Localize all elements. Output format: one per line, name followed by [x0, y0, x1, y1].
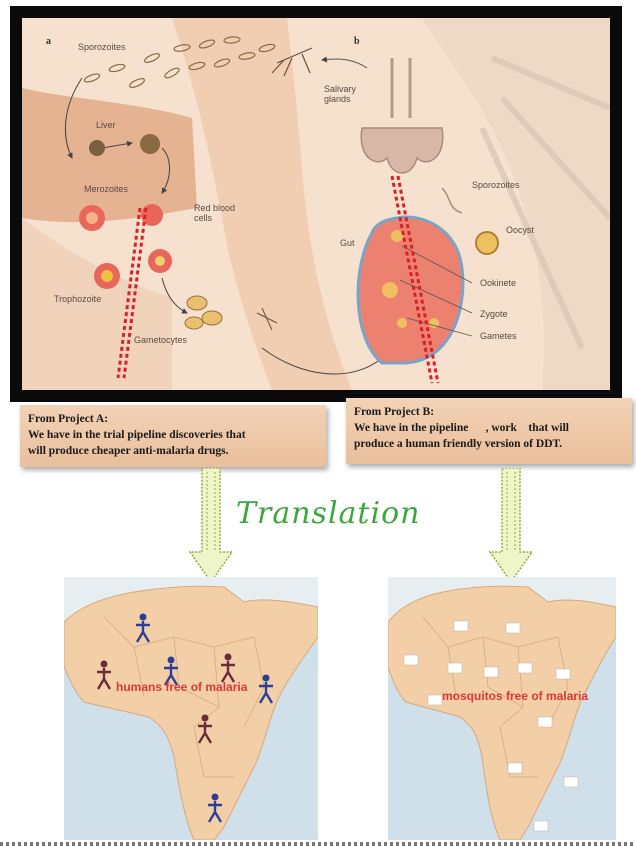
person-icon: [219, 653, 237, 683]
project-a-line1: We have in the trial pipeline discoverie…: [28, 427, 318, 443]
africa-map-humans: humans free of malaria: [64, 577, 318, 840]
label-salivary-glands: Salivary glands: [324, 84, 370, 104]
person-icon: [95, 660, 113, 690]
africa-shape-a: [64, 577, 318, 840]
label-gametes: Gametes: [480, 331, 517, 341]
label-zygote: Zygote: [480, 309, 508, 319]
person-icon: [257, 674, 275, 704]
panel-a-letter: a: [46, 36, 51, 47]
malaria-lifecycle-diagram: a b Sporozoites Liver Merozoites Red blo…: [22, 18, 610, 390]
lifecycle-illustration: [22, 18, 610, 390]
label-oocyst: Oocyst: [506, 225, 534, 235]
label-red-blood-cells: Red blood cells: [194, 203, 238, 223]
label-ookinete: Ookinete: [480, 278, 516, 288]
translation-heading: Translation: [236, 496, 420, 531]
person-icon: [134, 613, 152, 643]
map-a-caption: humans free of malaria: [116, 680, 247, 694]
person-icon: [206, 793, 224, 823]
project-a-line2: will produce cheaper anti-malaria drugs.: [28, 443, 318, 459]
project-b-box: From Project B: We have in the pipeline …: [346, 398, 632, 464]
africa-map-mosquitos: mosquitos free of malaria: [388, 577, 616, 840]
bottom-divider: [0, 842, 636, 846]
down-arrow-right-icon: [488, 468, 534, 584]
label-sporozoites-a: Sporozoites: [78, 42, 126, 52]
person-icon: [196, 714, 214, 744]
label-gut: Gut: [340, 238, 355, 248]
map-b-caption: mosquitos free of malaria: [442, 689, 588, 703]
label-liver: Liver: [96, 120, 116, 130]
project-b-line1: We have in the pipeline , work that will: [354, 420, 624, 436]
project-b-line2: produce a human friendly version of DDT.: [354, 436, 624, 452]
label-gametocytes: Gametocytes: [134, 335, 187, 345]
label-sporozoites-b: Sporozoites: [472, 180, 520, 190]
label-merozoites: Merozoites: [84, 184, 128, 194]
project-b-title: From Project B:: [354, 404, 624, 420]
project-a-title: From Project A:: [28, 411, 318, 427]
label-trophozoite: Trophozoite: [54, 294, 101, 304]
down-arrow-left-icon: [188, 468, 234, 584]
project-a-box: From Project A: We have in the trial pip…: [20, 405, 326, 467]
panel-b-letter: b: [354, 36, 360, 47]
africa-shape-b: [388, 577, 616, 840]
